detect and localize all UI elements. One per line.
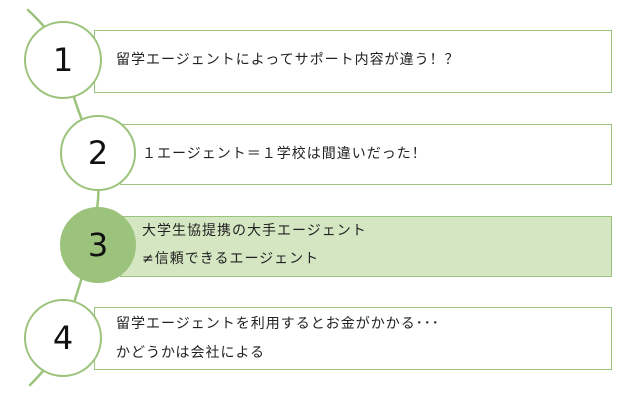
step-3-text-line-2: ≠信頼できるエージェント [142, 251, 320, 267]
step-3-text-line-1: 大学生協提携の大手エージェント [142, 223, 367, 239]
step-3-box [120, 216, 612, 277]
step-2-number-circle: 2 [60, 115, 136, 191]
step-4-text-line-1: 留学エージェントを利用するとお金がかかる･･･ [116, 316, 440, 332]
step-1-number: 1 [52, 41, 74, 79]
step-4-text-line-2: かどうかは会社による [116, 345, 266, 361]
step-2-number: 2 [87, 134, 109, 172]
step-3-number: 3 [87, 226, 109, 264]
step-2-box [120, 124, 612, 185]
step-4-number-circle: 4 [24, 299, 102, 377]
step-2-text-line-1: １エージェント＝１学校は間違いだった！ [142, 146, 427, 162]
step-1-text-line-1: 留学エージェントによってサポート内容が違う！？ [116, 52, 460, 68]
step-3-number-circle: 3 [60, 207, 136, 283]
step-4-box [94, 307, 612, 370]
step-4-number: 4 [52, 319, 74, 357]
step-1-number-circle: 1 [24, 21, 102, 99]
